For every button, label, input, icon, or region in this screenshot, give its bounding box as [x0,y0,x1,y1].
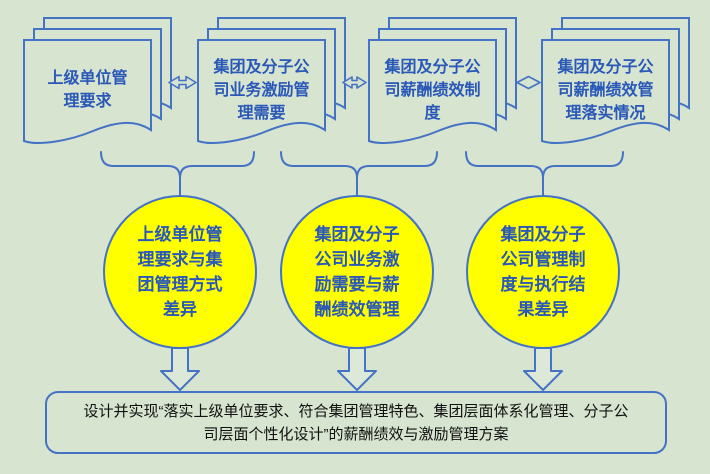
document-stack-implementation-status: 集团及分子公 司薪酬绩效管 理落实情况 [541,17,703,167]
brace-icons [100,151,624,196]
gap-circle-superior-vs-group: 上级单位管 理要求与集 团管理方式 差异 [103,195,257,349]
down-arrow-icon [160,347,200,391]
circle-label: 集团及分子 公司业务激 励需要与薪 酬绩效管理 [314,225,400,319]
document-label: 集团及分子公 司薪酬绩效管 理落实情况 [557,58,654,122]
brace-icon [100,151,255,196]
document-stack-icon [541,17,690,144]
double-arrow-icon [168,75,197,90]
document-stack-icon [23,17,172,144]
gap-circle-system-vs-execution: 集团及分子 公司管理制 度与执行结 果差异 [466,195,620,349]
down-arrow-icon [523,347,563,391]
document-label: 集团及分子公 司业务激励管 理需要 [213,58,310,122]
document-stack-salary-performance-system: 集团及分子公 司薪酬绩效制 度 [368,17,530,167]
double-arrow-icon [342,76,367,89]
document-stack-business-incentive-needs: 集团及分子公 司业务激励管 理需要 [197,17,359,167]
down-arrow-icon [337,347,377,391]
diamond-connector-icon [516,75,541,90]
document-stack-icon [368,17,517,144]
circle-label: 集团及分子 公司管理制 度与执行结 果差异 [500,225,586,319]
document-stack-icon [197,17,346,144]
brace-icon [465,151,624,196]
document-stack-superior-requirements: 上级单位管 理要求 [23,17,185,167]
circle-label: 上级单位管 理要求与集 团管理方式 差异 [137,225,223,319]
conclusion-text: 设计并实现“落实上级单位要求、符合集团管理特色、集团层面体系化管理、分子公 司层… [83,402,629,443]
brace-icon [280,151,438,196]
conclusion-box: 设计并实现“落实上级单位要求、符合集团管理特色、集团层面体系化管理、分子公 司层… [45,391,667,454]
document-label: 集团及分子公 司薪酬绩效制 度 [384,58,481,122]
gap-circle-incentive-vs-salary: 集团及分子 公司业务激 励需要与薪 酬绩效管理 [280,195,434,349]
document-label: 上级单位管 理要求 [47,70,128,110]
